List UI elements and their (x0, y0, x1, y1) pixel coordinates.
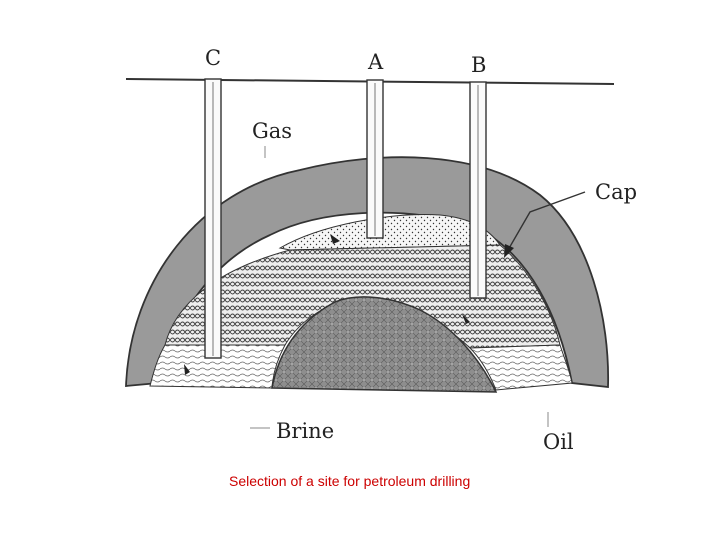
well-a-label: A (368, 50, 384, 74)
well-c-label: C (205, 46, 222, 70)
cap-arrow (507, 191, 586, 251)
salt-dome (271, 296, 498, 393)
brine-label: Brine (276, 419, 335, 443)
gas-label: Gas (252, 119, 293, 143)
gas-arrow-head (330, 234, 340, 244)
brine-arrow-head (184, 364, 190, 375)
cap-arrow-head (504, 244, 514, 258)
figure-caption: Selection of a site for petroleum drilli… (229, 473, 471, 489)
cap-label: Cap (595, 180, 638, 204)
oil-arrow-head (462, 314, 470, 324)
brine-layer-right (468, 344, 573, 391)
cap-rock (125, 156, 610, 389)
oil-label: Oil (543, 430, 574, 454)
well-b-label: B (471, 53, 487, 77)
